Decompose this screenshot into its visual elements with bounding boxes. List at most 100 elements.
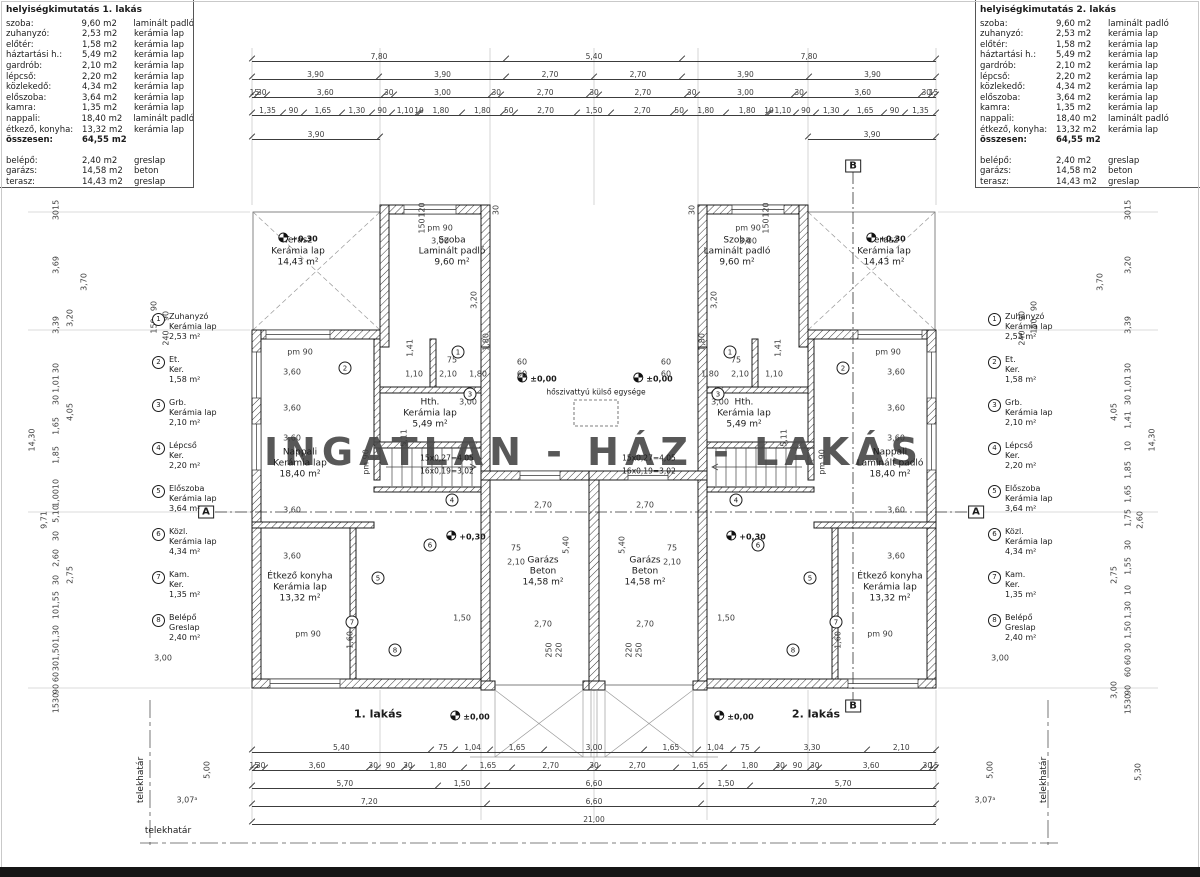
schedule-cell-finish: kerámia lap [1108,71,1159,82]
stairs [386,448,802,486]
schedule-cell-area: 1,58 m2 [1056,39,1092,50]
schedule-cell-finish [134,135,194,146]
schedule-cell-area: 64,55 m2 [1056,135,1101,146]
legend-text: Et. Ker. 1,58 m² [1005,355,1037,384]
schedule-cell-area: 4,34 m2 [1056,82,1092,93]
dimension-value: 5,70 [834,779,852,788]
windows [251,204,937,689]
schedule-cell-name: garázs: [980,166,1012,177]
plan-text-big: 1. lakás [353,707,403,721]
plan-room-number: 5 [803,571,817,585]
dimension-value: 1,50 [585,106,603,115]
schedule-cell-name: előtér: [980,39,1008,50]
schedule-cell-name: belépő: [6,155,38,166]
dimension-value: 1,65 [856,106,874,115]
schedule-cell-area: 18,40 m2 [1056,113,1097,124]
legend-text: Zuhanyzó Kerámia lap 2,53 m² [169,312,217,341]
dimension-value: 10 [414,106,424,115]
plan-text-dim: 75 [666,543,678,553]
plan-text-dim: 75 [446,355,458,365]
schedule-cell-area: 2,40 m2 [1056,155,1092,166]
schedule-cell-area: 3,64 m2 [1056,92,1092,103]
schedule-cell-finish: greslap [134,155,166,166]
dimension-baseline [252,752,936,753]
plan-text-dim: 2,10 [663,557,681,567]
schedule-cell-area: 18,40 m2 [81,113,123,124]
schedule-row: összesen:64,55 m2 [6,135,194,146]
plan-room-number: 7 [829,615,843,629]
panel-separator-left-h [0,187,194,188]
schedule-cell-finish: kerámia lap [134,50,185,61]
dimension-value: 6,60 [585,797,603,806]
legend-number: 8 [152,614,165,627]
plan-text-dim: 1,10 [405,369,423,379]
plan-text-room: Garázs Beton 14,58 m² [522,555,564,588]
legend-text: Belépő Greslap 2,40 m² [1005,613,1037,642]
schedule-cell-name: zuhanyzó: [6,29,50,40]
plan-text-lvl: ±0,00 [714,711,753,722]
schedule-cell-finish: kerámia lap [1108,39,1159,50]
schedule-row: összesen:64,55 m2 [980,135,1196,146]
panel-separator-right-v [975,0,976,188]
plan-room-number: 2 [836,361,850,375]
legend-number: 1 [152,313,165,326]
schedule-cell-finish: beton [134,166,159,177]
schedule-cell-finish: kerámia lap [134,60,185,71]
schedule-cell-name: előszoba: [6,92,47,103]
dimension-value: 1,80 [432,106,450,115]
dimension-value: 3,60 [862,761,880,770]
plan-room-number: 3 [711,387,725,401]
dimension-value: 90 [801,106,811,115]
dimension-value: 10 [764,106,774,115]
schedule-cell-finish: kerámia lap [1108,103,1159,114]
schedule-cell-finish [1108,135,1196,146]
plan-text-dim: 60 [516,369,528,379]
dimension-value: 30 [589,88,599,97]
dimension-baseline [252,79,936,80]
dimension-baseline [252,115,936,116]
dimension-value: 3,90 [863,130,881,139]
plan-text-dim: 1,50 [717,613,735,623]
schedule-cell-finish: kerámia lap [134,29,185,40]
dimension-value: 2,70 [634,88,652,97]
schedule-cell-area: 1,35 m2 [1056,103,1092,114]
plan-text-dim: 3,60 [283,505,301,515]
dimension-value: 2,70 [541,70,559,79]
schedule-cell-finish: kerámia lap [134,39,185,50]
dimension-value: 30 [589,761,599,770]
schedule-cell-name: közlekedő: [6,82,52,93]
plan-text-dim: 3,60 [887,367,905,377]
schedule-cell-name: összesen: [6,135,53,146]
plan-text-lvl: ±0,00 [517,373,556,384]
schedule-cell-name: zuhanyzó: [980,29,1024,40]
plan-text-note: 15x0,27=4,05 [622,453,676,463]
plan-text-note: hőszivattyú külső egysége [546,387,646,397]
dimension-baseline [252,806,936,807]
garage-driveway [470,689,718,758]
plan-text-dim: 1,10 [765,369,783,379]
legend-number: 2 [988,356,1001,369]
dimension-value: 30 [686,88,697,97]
room-schedule-panel-1: helyiségkimutatás 1. lakás szoba:9,60 m2… [6,5,194,188]
dimension-value: 2,70 [536,88,554,97]
schedule-cell-name: belépő: [980,155,1012,166]
schedule-cell-name: háztartási h.: [6,50,63,61]
legend-text: Et. Ker. 1,58 m² [169,355,201,384]
dimension-value: 1,65 [662,743,680,752]
schedule-cell-name: étkező, konyha: [6,124,74,135]
dimension-value: 1,80 [429,761,447,770]
